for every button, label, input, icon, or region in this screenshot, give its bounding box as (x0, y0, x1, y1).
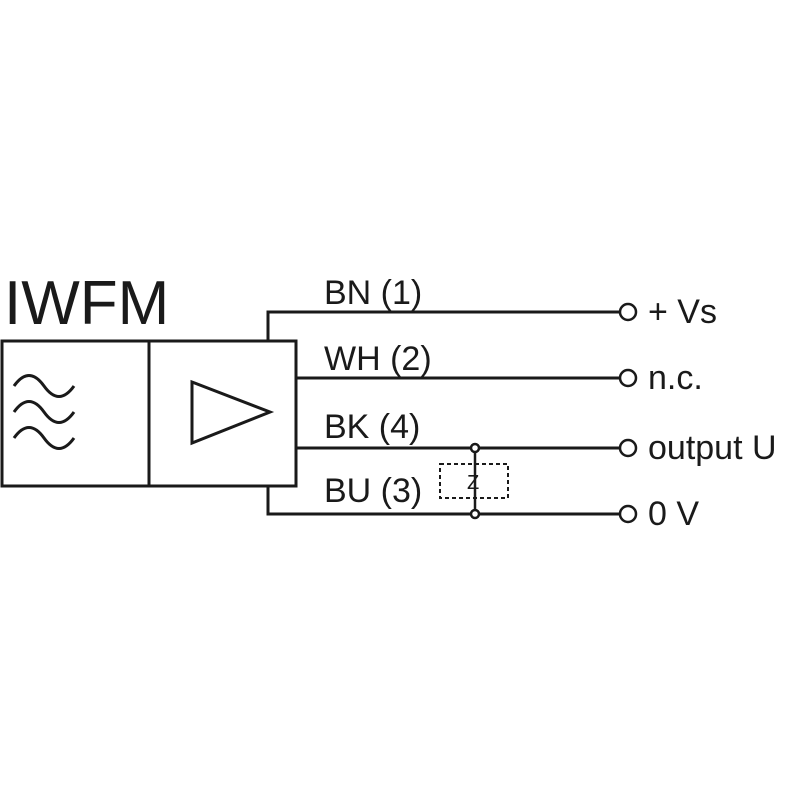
sensor-body (0, 339, 298, 488)
wire-label-wh: WH (2) (324, 340, 432, 378)
terminal-label-nc: n.c. (648, 359, 703, 397)
terminal-label-0v: 0 V (648, 495, 699, 533)
device-title: IWFM (4, 269, 169, 338)
node-output (469, 442, 481, 454)
wire-label-bk: BK (4) (324, 408, 420, 446)
terminal-0v (618, 504, 638, 524)
wire-wh (296, 368, 638, 388)
sensing-waves-icon (12, 374, 76, 450)
wire-label-bu: BU (3) (324, 472, 422, 510)
load-box (439, 463, 509, 499)
terminal-output (618, 438, 638, 458)
wire-label-bn: BN (1) (324, 274, 422, 312)
load-label: Z (467, 472, 479, 494)
load-z (439, 442, 509, 520)
terminal-label-output: output U (648, 429, 777, 467)
node-0v (469, 508, 481, 520)
wire-bn (266, 302, 638, 341)
amplifier-triangle-icon (190, 379, 275, 446)
wire-bk (296, 438, 638, 458)
terminal-nc (618, 368, 638, 388)
terminal-label-vs: + Vs (648, 293, 717, 331)
wire-bu (266, 486, 638, 524)
terminal-vs (618, 302, 638, 322)
